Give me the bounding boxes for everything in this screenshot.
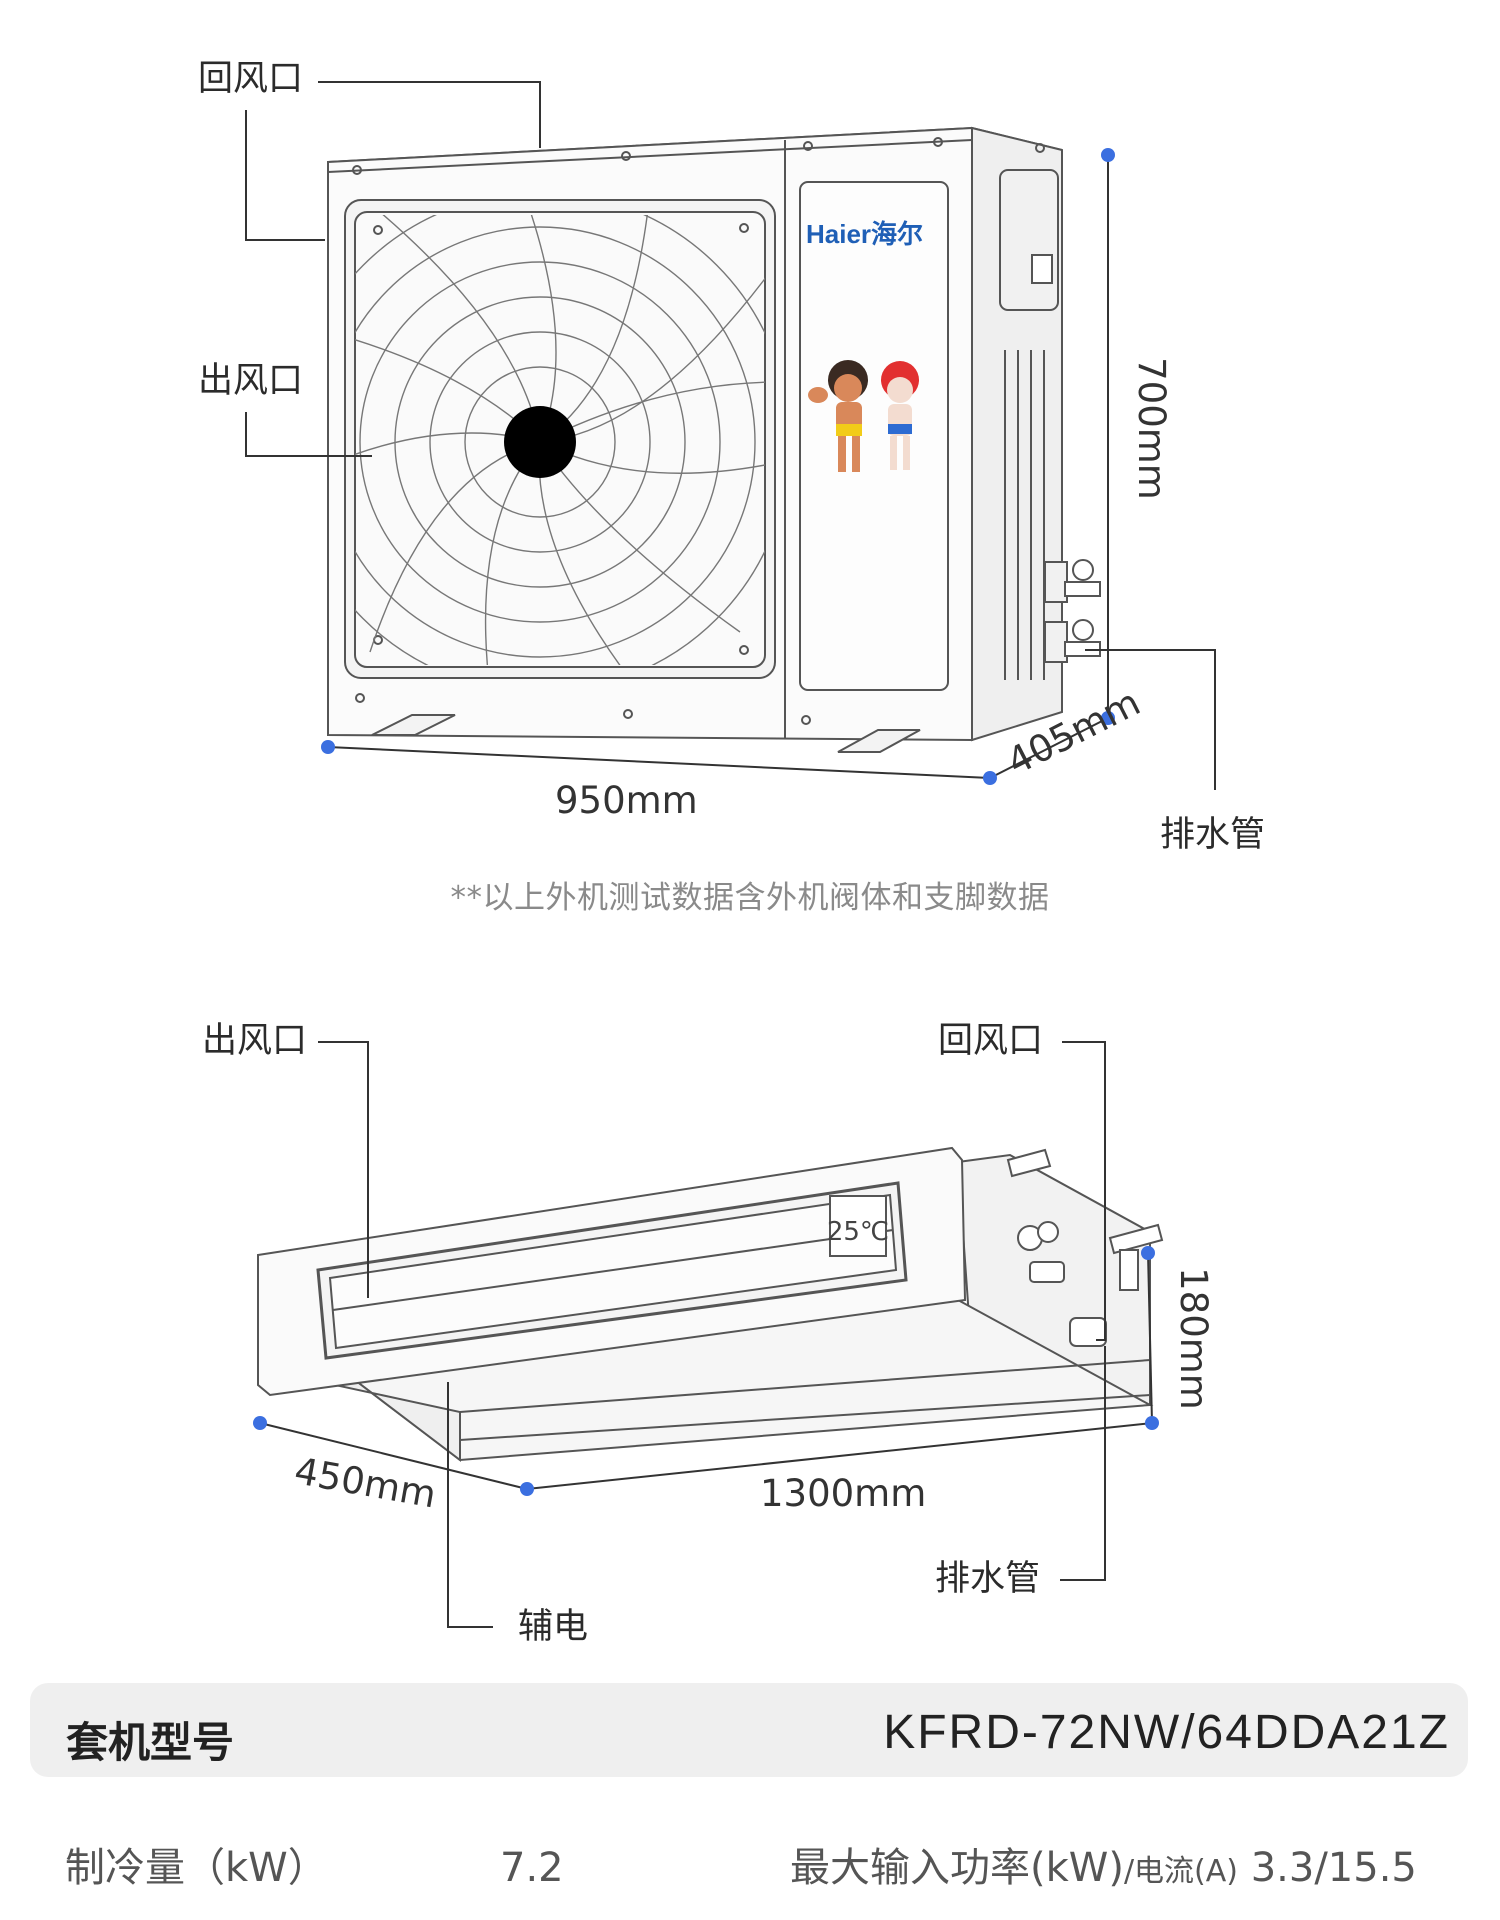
outdoor-drain-label: 排水管 (1160, 815, 1266, 855)
fan-hub-icon (504, 406, 576, 478)
outdoor-width-dimension: 950mm (555, 779, 698, 822)
indoor-drain-label: 排水管 (935, 1559, 1041, 1599)
outdoor-unit (327, 126, 1101, 753)
outdoor-outlet-label: 出风口 (198, 361, 304, 401)
indoor-aux-heat-label: 辅电 (518, 1607, 589, 1647)
display-temperature: 25℃ (827, 1217, 889, 1247)
brand-logo: Haier海尔 (806, 219, 923, 249)
indoor-outlet-label: 出风口 (202, 1021, 308, 1061)
outdoor-return-air-label: 回风口 (198, 59, 304, 99)
current-label: /电流(A) (1123, 1854, 1238, 1889)
max-power-value: 3.3/15.5 (1250, 1845, 1417, 1891)
indoor-width-dimension: 1300mm (760, 1472, 927, 1515)
outdoor-dimension-dots (321, 148, 1115, 785)
outdoor-leaders (245, 81, 1216, 790)
mascot-icon (808, 360, 919, 472)
product-diagrams: Haier海尔 (245, 81, 1216, 1628)
outdoor-test-note: **以上外机测试数据含外机阀体和支脚数据 (450, 880, 1050, 916)
model-bar: 套机型号 KFRD-72NW/64DDA21Z (30, 1683, 1468, 1777)
cooling-capacity-label: 制冷量（kW） (65, 1845, 328, 1891)
indoor-return-air-label: 回风口 (938, 1021, 1044, 1061)
cooling-capacity-value: 7.2 (500, 1845, 564, 1891)
max-power-row: 最大输入功率(kW)/电流(A) 3.3/15.5 (790, 1848, 1417, 1888)
indoor-leaders (259, 1041, 1153, 1628)
indoor-unit (257, 1146, 1164, 1463)
indoor-dimension-dots (253, 1246, 1159, 1496)
model-value: KFRD-72NW/64DDA21Z (883, 1706, 1450, 1759)
indoor-height-dimension: 180mm (1171, 1267, 1215, 1410)
model-label: 套机型号 (66, 1718, 235, 1767)
outdoor-height-dimension: 700mm (1129, 357, 1173, 500)
max-power-label: 最大输入功率(kW) (790, 1845, 1124, 1891)
